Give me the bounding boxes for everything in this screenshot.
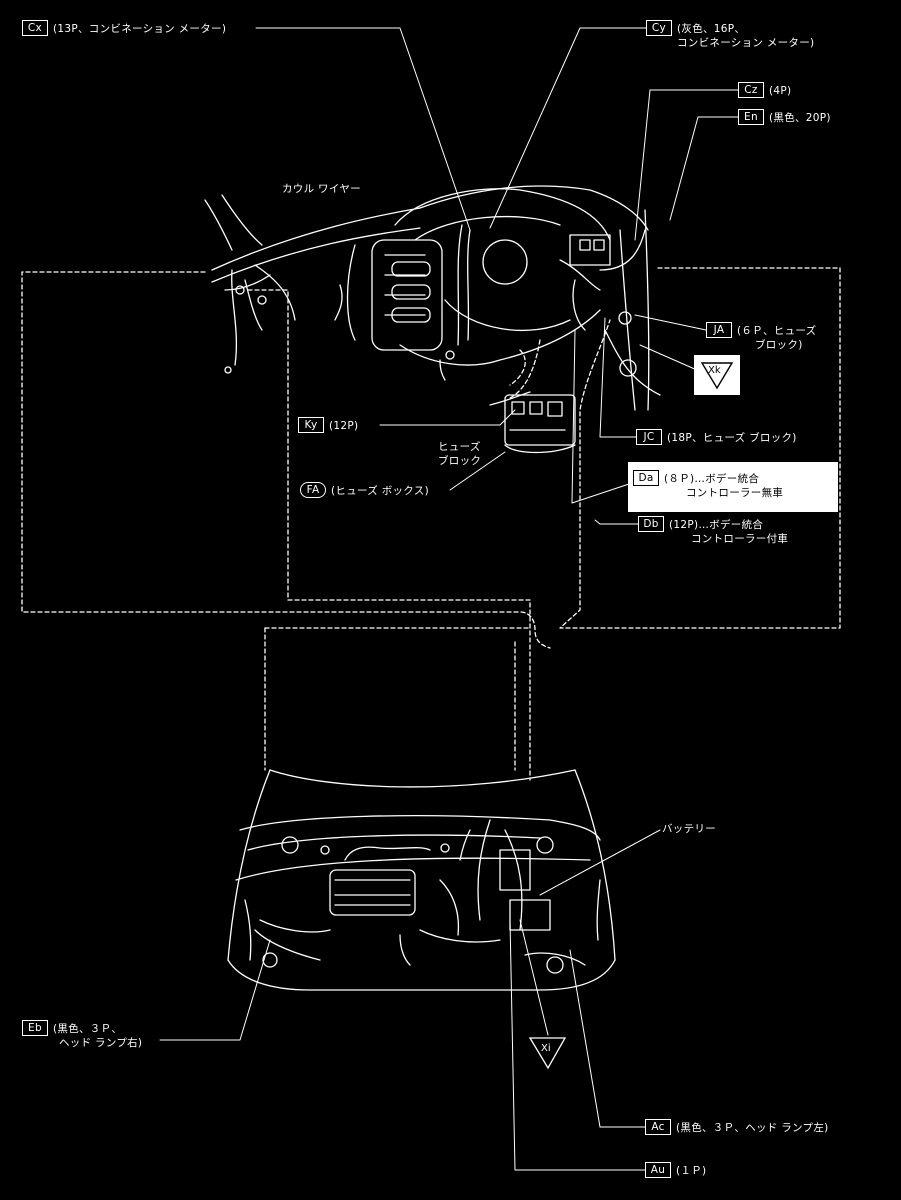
connector-code: Cz [738,82,764,98]
battery-label: バッテリー [662,823,716,835]
connector-desc: (ヒューズ ボックス) [331,485,429,497]
connector-au: Au (１Ｐ) [645,1162,706,1178]
instrument-panel-drawing [204,185,661,411]
connector-desc-line2: コンビネーション メーター) [677,37,815,49]
connector-ja: JA (６Ｐ、ヒューズブロック) [706,322,816,352]
leader-lines [159,27,739,1171]
connector-db: Db (12P)…ボデー統合コントローラー付車 [638,516,788,546]
connector-desc-line2: コントローラー付車 [691,533,789,545]
connector-code: Cy [646,20,672,36]
connector-code: Cx [22,20,48,36]
ground-xk-highlight: Xk [694,355,740,395]
connector-cy: Cy (灰色、16P、コンビネーション メーター) [646,20,814,50]
connector-desc: (１Ｐ) [676,1165,707,1177]
connector-desc-line1: (黒色、３Ｐ、 [53,1023,123,1035]
connector-desc: (12P) [329,420,359,432]
connector-code: Da [633,470,659,486]
connector-desc-line2: コントローラー無車 [686,487,784,499]
ground-xk-icon [700,362,734,390]
connector-code: Ky [298,417,324,433]
connector-code: JA [706,322,732,338]
connector-desc-line1: (６Ｐ、ヒューズ [737,325,817,337]
engine-bay-drawing [227,769,616,991]
connector-desc-line2: ブロック) [755,339,803,351]
connector-desc: (4P) [769,85,792,97]
fuse-block-label: ヒューズブロック [438,440,481,468]
connector-desc: (黒色、３Ｐ、ヘッド ランプ左) [676,1122,829,1134]
connector-desc-line1: (灰色、16P、 [677,23,746,35]
connector-cz: Cz (4P) [738,82,791,98]
connector-code: En [738,109,764,125]
connector-ac: Ac (黒色、３Ｐ、ヘッド ランプ左) [645,1119,829,1135]
connector-code: FA [300,482,326,498]
connector-da: Da (８Ｐ)…ボデー統合コントローラー無車 [628,462,838,512]
connector-desc-line2: ヘッド ランプ右) [59,1037,143,1049]
fuse-block-line1: ヒューズ [438,441,481,453]
ground-xi-icon [528,1037,567,1070]
connector-desc: (18P、ヒューズ ブロック) [667,432,797,444]
fuse-block-line2: ブロック [438,455,482,467]
connector-desc: (黒色、20P) [769,112,831,124]
connector-eb: Eb (黒色、３Ｐ、ヘッド ランプ右) [22,1020,142,1050]
connector-desc: (13P、コンビネーション メーター) [53,23,227,35]
ground-xi-label: Xi [541,1043,551,1054]
connector-code: JC [636,429,662,445]
connector-en: En (黒色、20P) [738,109,831,125]
connector-code: Ac [645,1119,671,1135]
ground-xk-label: Xk [708,365,721,376]
cowl-wire-label: カウル ワイヤー [282,183,361,195]
harness-routing [21,267,841,781]
connector-jc: JC (18P、ヒューズ ブロック) [636,429,797,445]
ground-triangles [528,1037,567,1070]
connector-code: Db [638,516,664,532]
connector-code: Au [645,1162,671,1178]
connector-fa: FA (ヒューズ ボックス) [300,482,429,498]
connector-cx: Cx (13P、コンビネーション メーター) [22,20,226,36]
connector-desc-line1: (８Ｐ)…ボデー統合 [664,473,760,485]
connector-desc-line1: (12P)…ボデー統合 [669,519,764,531]
connector-ky: Ky (12P) [298,417,358,433]
connector-code: Eb [22,1020,48,1036]
